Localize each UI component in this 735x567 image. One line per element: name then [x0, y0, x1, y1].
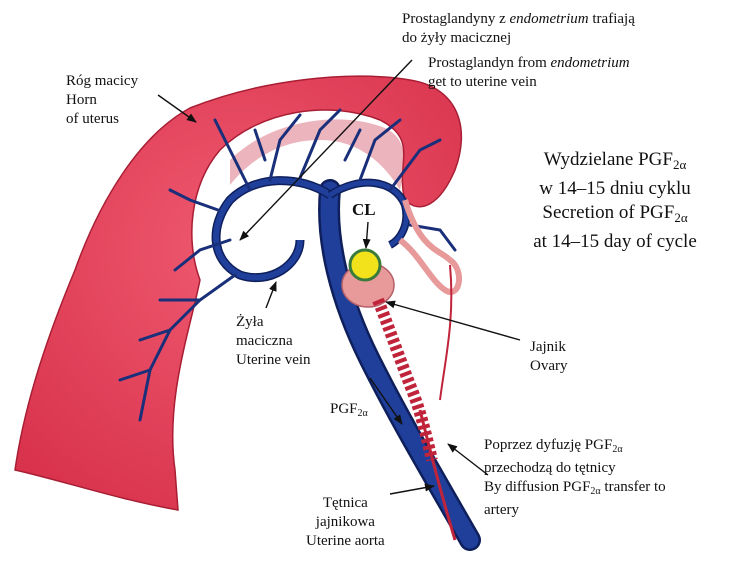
artery-label: Tętnica jajnikowa Uterine aorta: [306, 494, 385, 551]
pgf-label: PGF2α: [330, 400, 368, 423]
uterine-vein-label: Żyła maciczna Uterine vein: [236, 313, 311, 370]
prostaglandin-label-pl: Prostaglandyny z endometrium trafiają do…: [402, 10, 635, 48]
corpus-luteum-shape: [350, 250, 380, 280]
corpus-luteum-label: CL: [352, 200, 376, 220]
horn-label: Róg macicy Horn of uterus: [66, 72, 138, 129]
prostaglandin-label-en: Prostaglandyn from endometrium get to ut…: [428, 54, 630, 92]
diffusion-label: Poprzez dyfuzję PGF2α przechodzą do tętn…: [484, 436, 666, 520]
secretion-label: Wydzielane PGF2α w 14–15 dniu cyklu Secr…: [500, 148, 730, 254]
ovary-label: Jajnik Ovary: [530, 338, 568, 376]
